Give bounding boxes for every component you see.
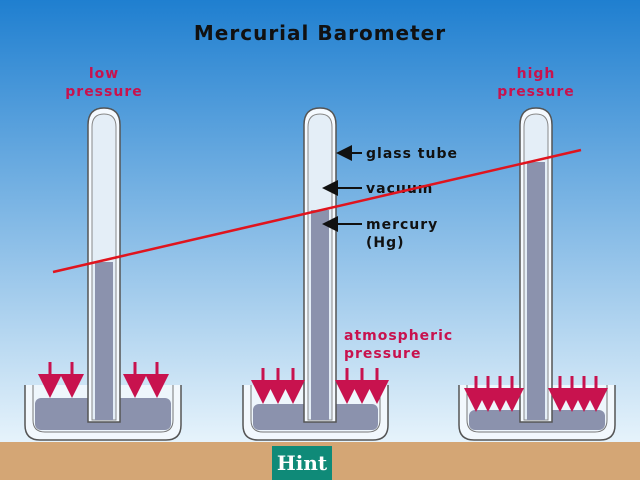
glass-tube-label: glass tube: [366, 146, 458, 162]
diagram-title: Mercurial Barometer: [194, 21, 446, 45]
high-pressure-label-line1: high: [517, 66, 556, 82]
low-pressure-label-line2: pressure: [65, 84, 142, 100]
pressure-arrows-right: [464, 376, 608, 412]
atmospheric-pressure-label-line2: pressure: [344, 346, 421, 362]
atmospheric-pressure-label-line1: atmospheric: [344, 328, 453, 344]
barometer-high: high pressure: [458, 66, 616, 441]
mercury-label-line2: (Hg): [366, 235, 405, 251]
barometer-normal: glass tube vacuum mercury (Hg) atmospher…: [242, 107, 458, 441]
pressure-arrows-left: [38, 362, 169, 398]
pressure-arrows-middle: [251, 368, 389, 404]
low-pressure-label-line1: low: [89, 66, 119, 82]
barometer-low: low pressure: [24, 66, 182, 441]
mercury-level-line: [52, 148, 582, 274]
vacuum-label: vacuum: [366, 181, 433, 197]
mercury-column-left: [95, 262, 113, 420]
mercury-column-middle: [311, 210, 329, 420]
mercury-column-right: [527, 162, 545, 420]
callout-arrows: [322, 145, 362, 232]
hint-button[interactable]: Hint: [272, 446, 332, 480]
mercury-label-line1: mercury: [366, 217, 438, 233]
high-pressure-label-line2: pressure: [497, 84, 574, 100]
